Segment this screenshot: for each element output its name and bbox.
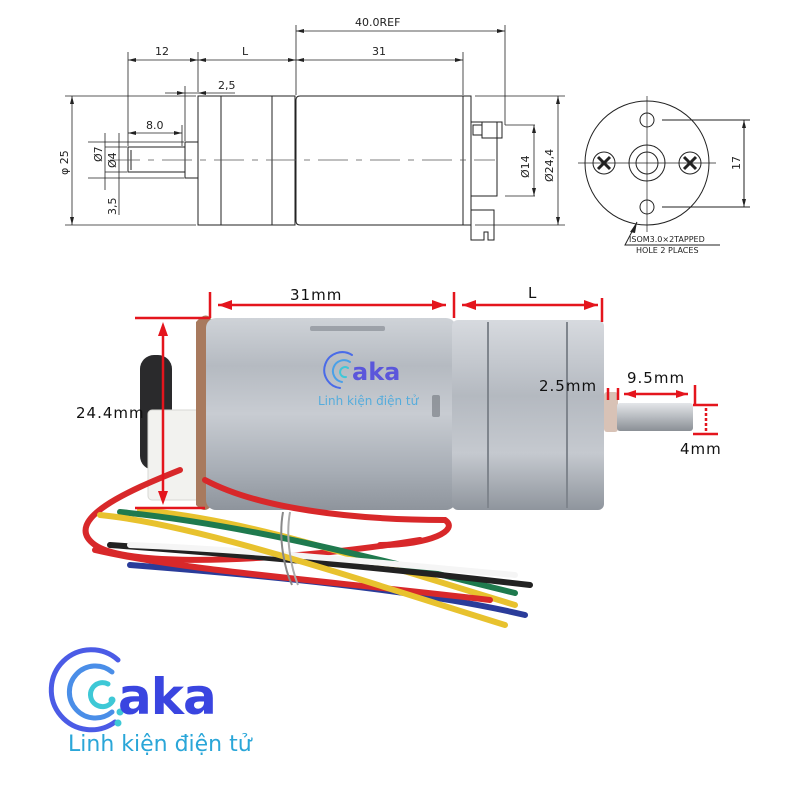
dim-encoder-diameter: Ø14 [519, 155, 532, 178]
watermark-tagline: Linh kiện điện tử [318, 394, 419, 408]
dim-overall-ref: 40.0REF [355, 16, 400, 29]
wire-bundle [82, 467, 533, 628]
label-shaft-diameter: 4mm [680, 440, 722, 458]
dim-shaft-length: 12 [155, 45, 169, 58]
label-gearbox-length: L [528, 284, 538, 302]
dim-shaft-diameter: Ø4 [106, 152, 119, 168]
gearbox [452, 320, 604, 510]
motor-can [206, 318, 456, 510]
dim-body-diameter: φ 25 [58, 150, 71, 175]
dim-motor-diameter: Ø24,4 [543, 149, 556, 182]
dim-collar-diameter: Ø7 [92, 146, 105, 162]
hole-note-line1: ISOM3.0×2TAPPED [629, 235, 705, 244]
label-motor-length: 31mm [290, 286, 343, 304]
output-shaft [617, 403, 693, 431]
watermark-brand: aka [352, 358, 401, 386]
logo-brand: aka [118, 668, 217, 726]
photo-annotations [135, 292, 718, 510]
shaft-collar [604, 392, 618, 432]
hole-note-line2: HOLE 2 PLACES [636, 246, 699, 255]
dim-collar-length: 2,5 [218, 79, 236, 92]
dim-hole-spacing: 17 [730, 156, 743, 170]
label-collar: 2.5mm [539, 377, 598, 395]
label-shaft-length: 9.5mm [627, 369, 686, 387]
dim-gearbox-length: L [242, 45, 249, 58]
motor-outline [295, 95, 464, 226]
connector [147, 409, 204, 501]
dim-flat-depth: 3,5 [106, 198, 119, 216]
dim-motor-length: 31 [372, 45, 386, 58]
logo-tagline: Linh kiện điện tử [68, 732, 252, 757]
label-diameter: 24.4mm [76, 404, 145, 422]
dim-flat-length: 8.0 [146, 119, 164, 132]
